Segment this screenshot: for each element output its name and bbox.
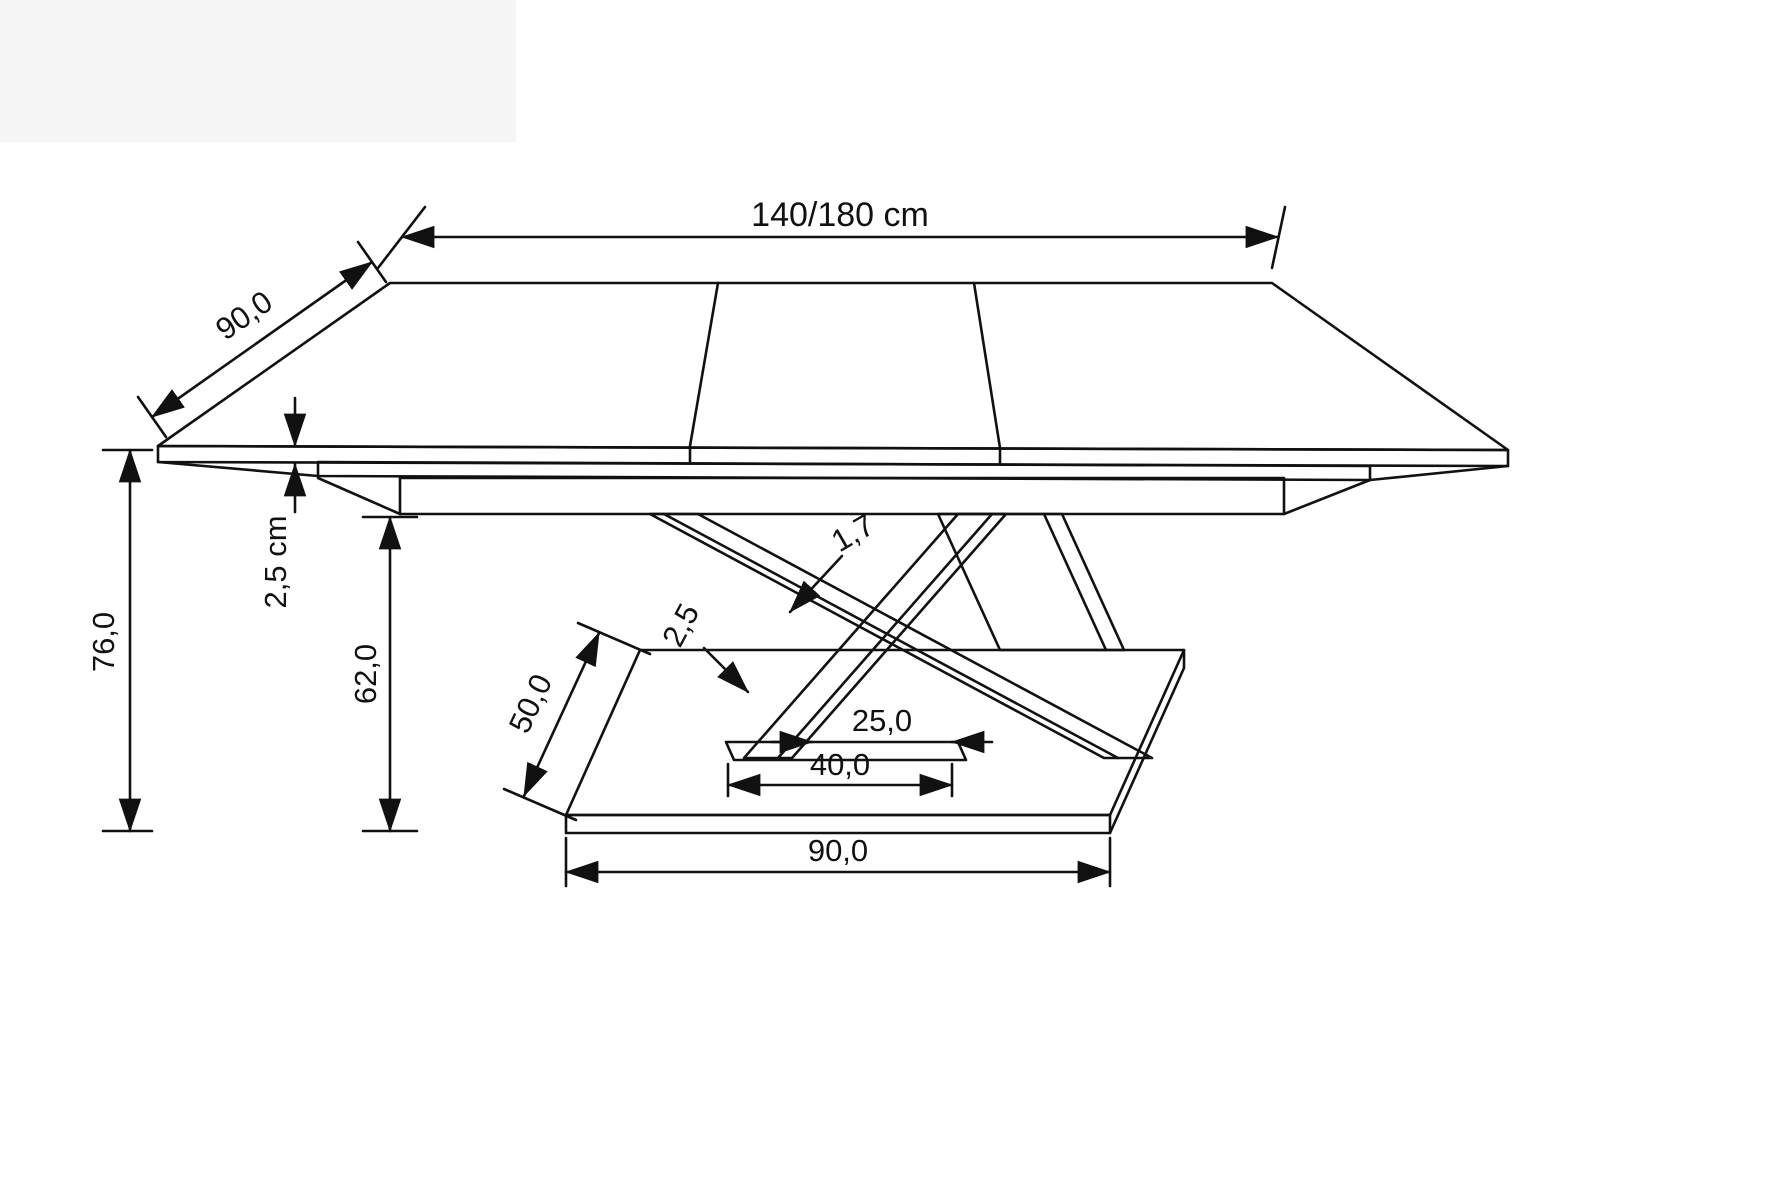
dim-depth-line: [150, 260, 374, 419]
dim-height: 76,0: [86, 448, 154, 833]
dim-top-thickness-label: 2,5 cm: [258, 515, 293, 608]
dim-foot-inner: 25,0: [770, 703, 994, 754]
dim-depth-label: 90,0: [209, 284, 279, 347]
apron-perspective-left: [316, 476, 402, 516]
dim-pedestal-height: 62,0: [348, 515, 419, 833]
apron: [398, 476, 1286, 516]
dim-height-label: 76,0: [86, 612, 121, 672]
dim-base-depth-line: [522, 631, 601, 798]
dim-blade-thick: 2,5: [655, 598, 750, 694]
pedestal-foot-pad: [724, 740, 968, 762]
underside-edge-right: [1368, 464, 1510, 482]
extension-leaf-seam-right: [972, 281, 1002, 466]
base-right-face: [1108, 648, 1186, 835]
dim-length-witness-right: [1270, 205, 1287, 270]
dim-base-width: 90,0: [564, 833, 1112, 888]
dim-foot-width-label: 40,0: [810, 747, 870, 782]
dim-length: 140/180 cm: [376, 196, 1287, 270]
dim-foot-width: 40,0: [726, 747, 954, 798]
undercarriage: [156, 460, 1510, 516]
dim-depth-witness-far: [356, 240, 388, 284]
dim-blade-thin-leader: [788, 554, 844, 614]
dim-base-depth-witness-top: [576, 621, 652, 656]
dim-blade-thick-label: 2,5: [655, 598, 706, 652]
pedestal: [648, 512, 1154, 762]
dim-depth: 90,0: [136, 240, 388, 439]
pedestal-blade-right-thickness: [662, 512, 1120, 760]
background-shade: [0, 0, 516, 142]
tabletop: [156, 281, 1510, 468]
base-front-face: [564, 813, 1112, 835]
extension-leaf-seam-left: [688, 281, 720, 464]
pedestal-blade-left-thickness: [776, 512, 994, 760]
apron-perspective-right: [1282, 478, 1372, 516]
dim-length-witness-left: [376, 205, 427, 270]
dim-top-thickness: 2,5 cm: [258, 396, 307, 609]
pedestal-blade-right: [648, 512, 1154, 760]
tabletop-top-face: [156, 281, 1510, 452]
pedestal-column-edge: [1042, 512, 1108, 652]
dim-foot-inner-label: 25,0: [852, 703, 912, 738]
dim-base-depth-label: 50,0: [502, 669, 559, 738]
dim-blade-thin: 1,7: [788, 507, 880, 614]
dim-depth-witness-near: [136, 395, 168, 439]
dim-length-label: 140/180 cm: [751, 196, 929, 234]
dim-base-depth-witness-bottom: [502, 787, 578, 822]
dim-pedestal-height-label: 62,0: [348, 644, 383, 704]
dim-base-width-label: 90,0: [808, 833, 868, 868]
pedestal-blade-left: [742, 512, 1008, 760]
dim-blade-thick-leader: [702, 646, 750, 694]
